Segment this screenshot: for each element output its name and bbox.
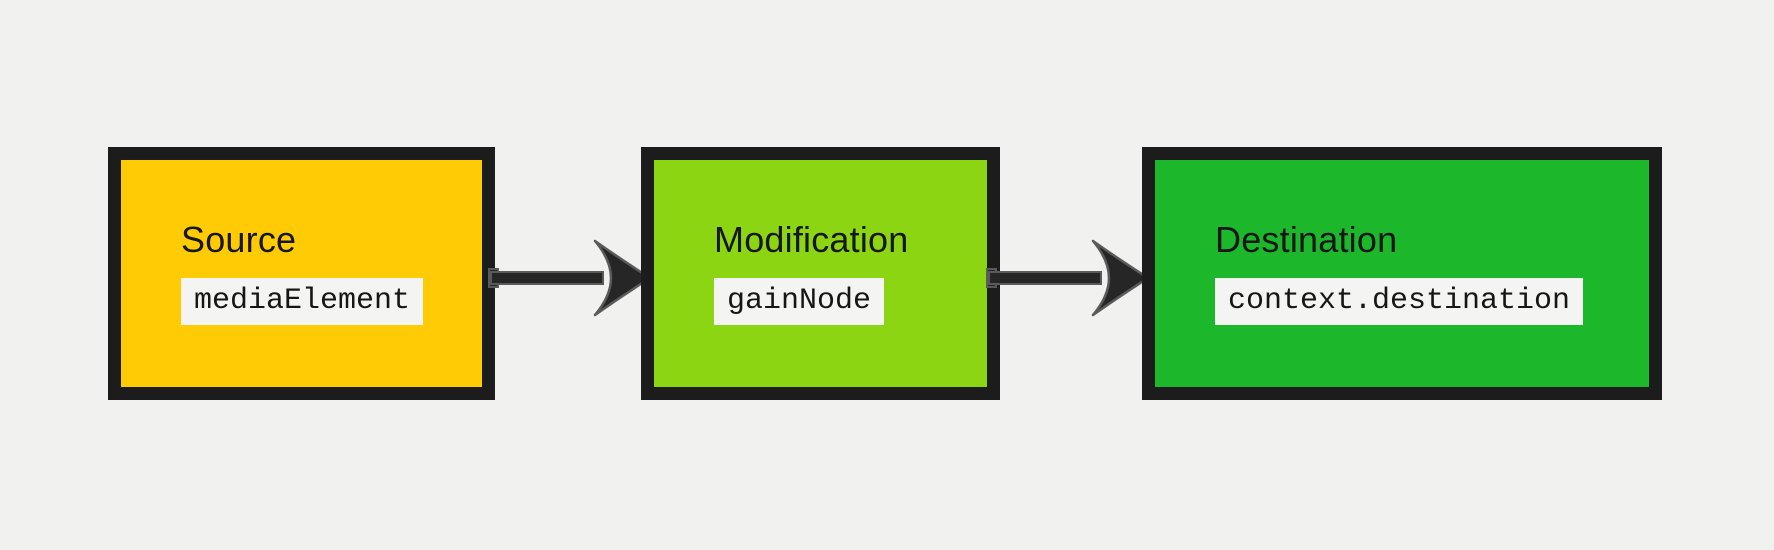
node-destination-code-chip: context.destination (1215, 278, 1584, 325)
arrow-head (593, 239, 652, 317)
node-source: Source mediaElement (108, 147, 495, 400)
node-source-code-chip: mediaElement (181, 278, 424, 325)
node-modification: Modification gainNode (641, 147, 1000, 400)
node-destination-title: Destination (1215, 219, 1398, 260)
arrow-shaft (988, 271, 1102, 285)
arrow-shaft (490, 271, 604, 285)
node-destination: Destination context.destination (1142, 147, 1662, 400)
arrow-head (1091, 239, 1150, 317)
node-modification-title: Modification (714, 219, 909, 260)
node-modification-code-chip: gainNode (714, 278, 885, 325)
node-source-title: Source (181, 219, 297, 260)
arrow-source-to-modification (488, 239, 652, 317)
arrow-modification-to-destination (986, 239, 1150, 317)
